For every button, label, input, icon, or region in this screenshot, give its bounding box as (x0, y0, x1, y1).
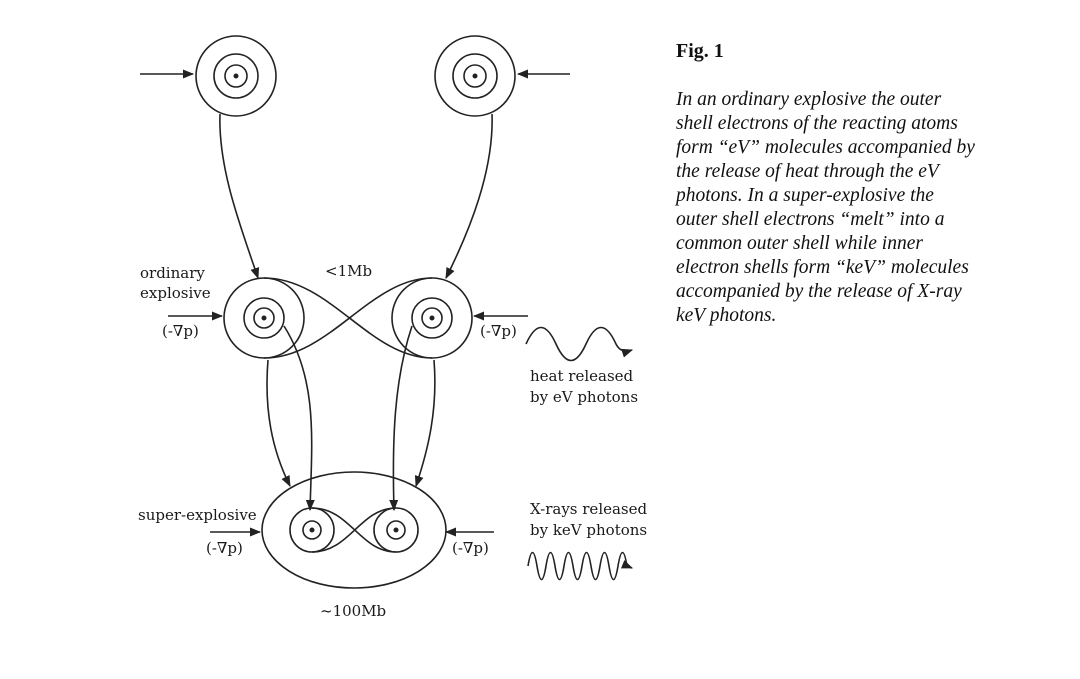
xray-wave (527, 551, 634, 581)
pressure-label-bottom-left: (-∇p) (206, 539, 243, 557)
less-than-1mb-label: <1Mb (325, 262, 372, 280)
heat-label-line2: by eV photons (530, 388, 638, 406)
ordinary-label-line2: explosive (140, 284, 211, 302)
heat-wave (525, 326, 634, 362)
pressure-label-mid-left: (-∇p) (162, 322, 199, 340)
kev-molecule (261, 471, 447, 589)
arrow-mid-left-inner (283, 325, 315, 512)
atom-top-right (434, 35, 516, 117)
xray-label-line1: X-rays released (530, 500, 648, 518)
xray-label-line2: by keV photons (530, 521, 647, 539)
pressure-label-mid-right: (-∇p) (480, 322, 517, 340)
figure-title: Fig. 1 (676, 40, 724, 62)
arrow-top-left-down (219, 113, 260, 280)
ordinary-label-line1: ordinary (140, 264, 205, 282)
explosion-diagram: ordinary explosive (-∇p) <1Mb (-∇p) heat… (138, 35, 648, 620)
pressure-label-bottom-right: (-∇p) (452, 539, 489, 557)
arrow-mid-left-outer (266, 359, 291, 488)
arrow-mid-right-inner (389, 325, 413, 512)
figure-caption: In an ordinary explosive the outer shell… (676, 89, 975, 326)
arrow-top-right-down (445, 113, 493, 280)
ev-molecule (223, 277, 473, 359)
atom-top-left (195, 35, 277, 117)
heat-label-line1: heat released (530, 367, 634, 385)
approx-100mb-label: ~100Mb (320, 602, 386, 620)
super-explosive-label: super-explosive (138, 506, 257, 524)
arrow-mid-right-outer (414, 359, 436, 488)
